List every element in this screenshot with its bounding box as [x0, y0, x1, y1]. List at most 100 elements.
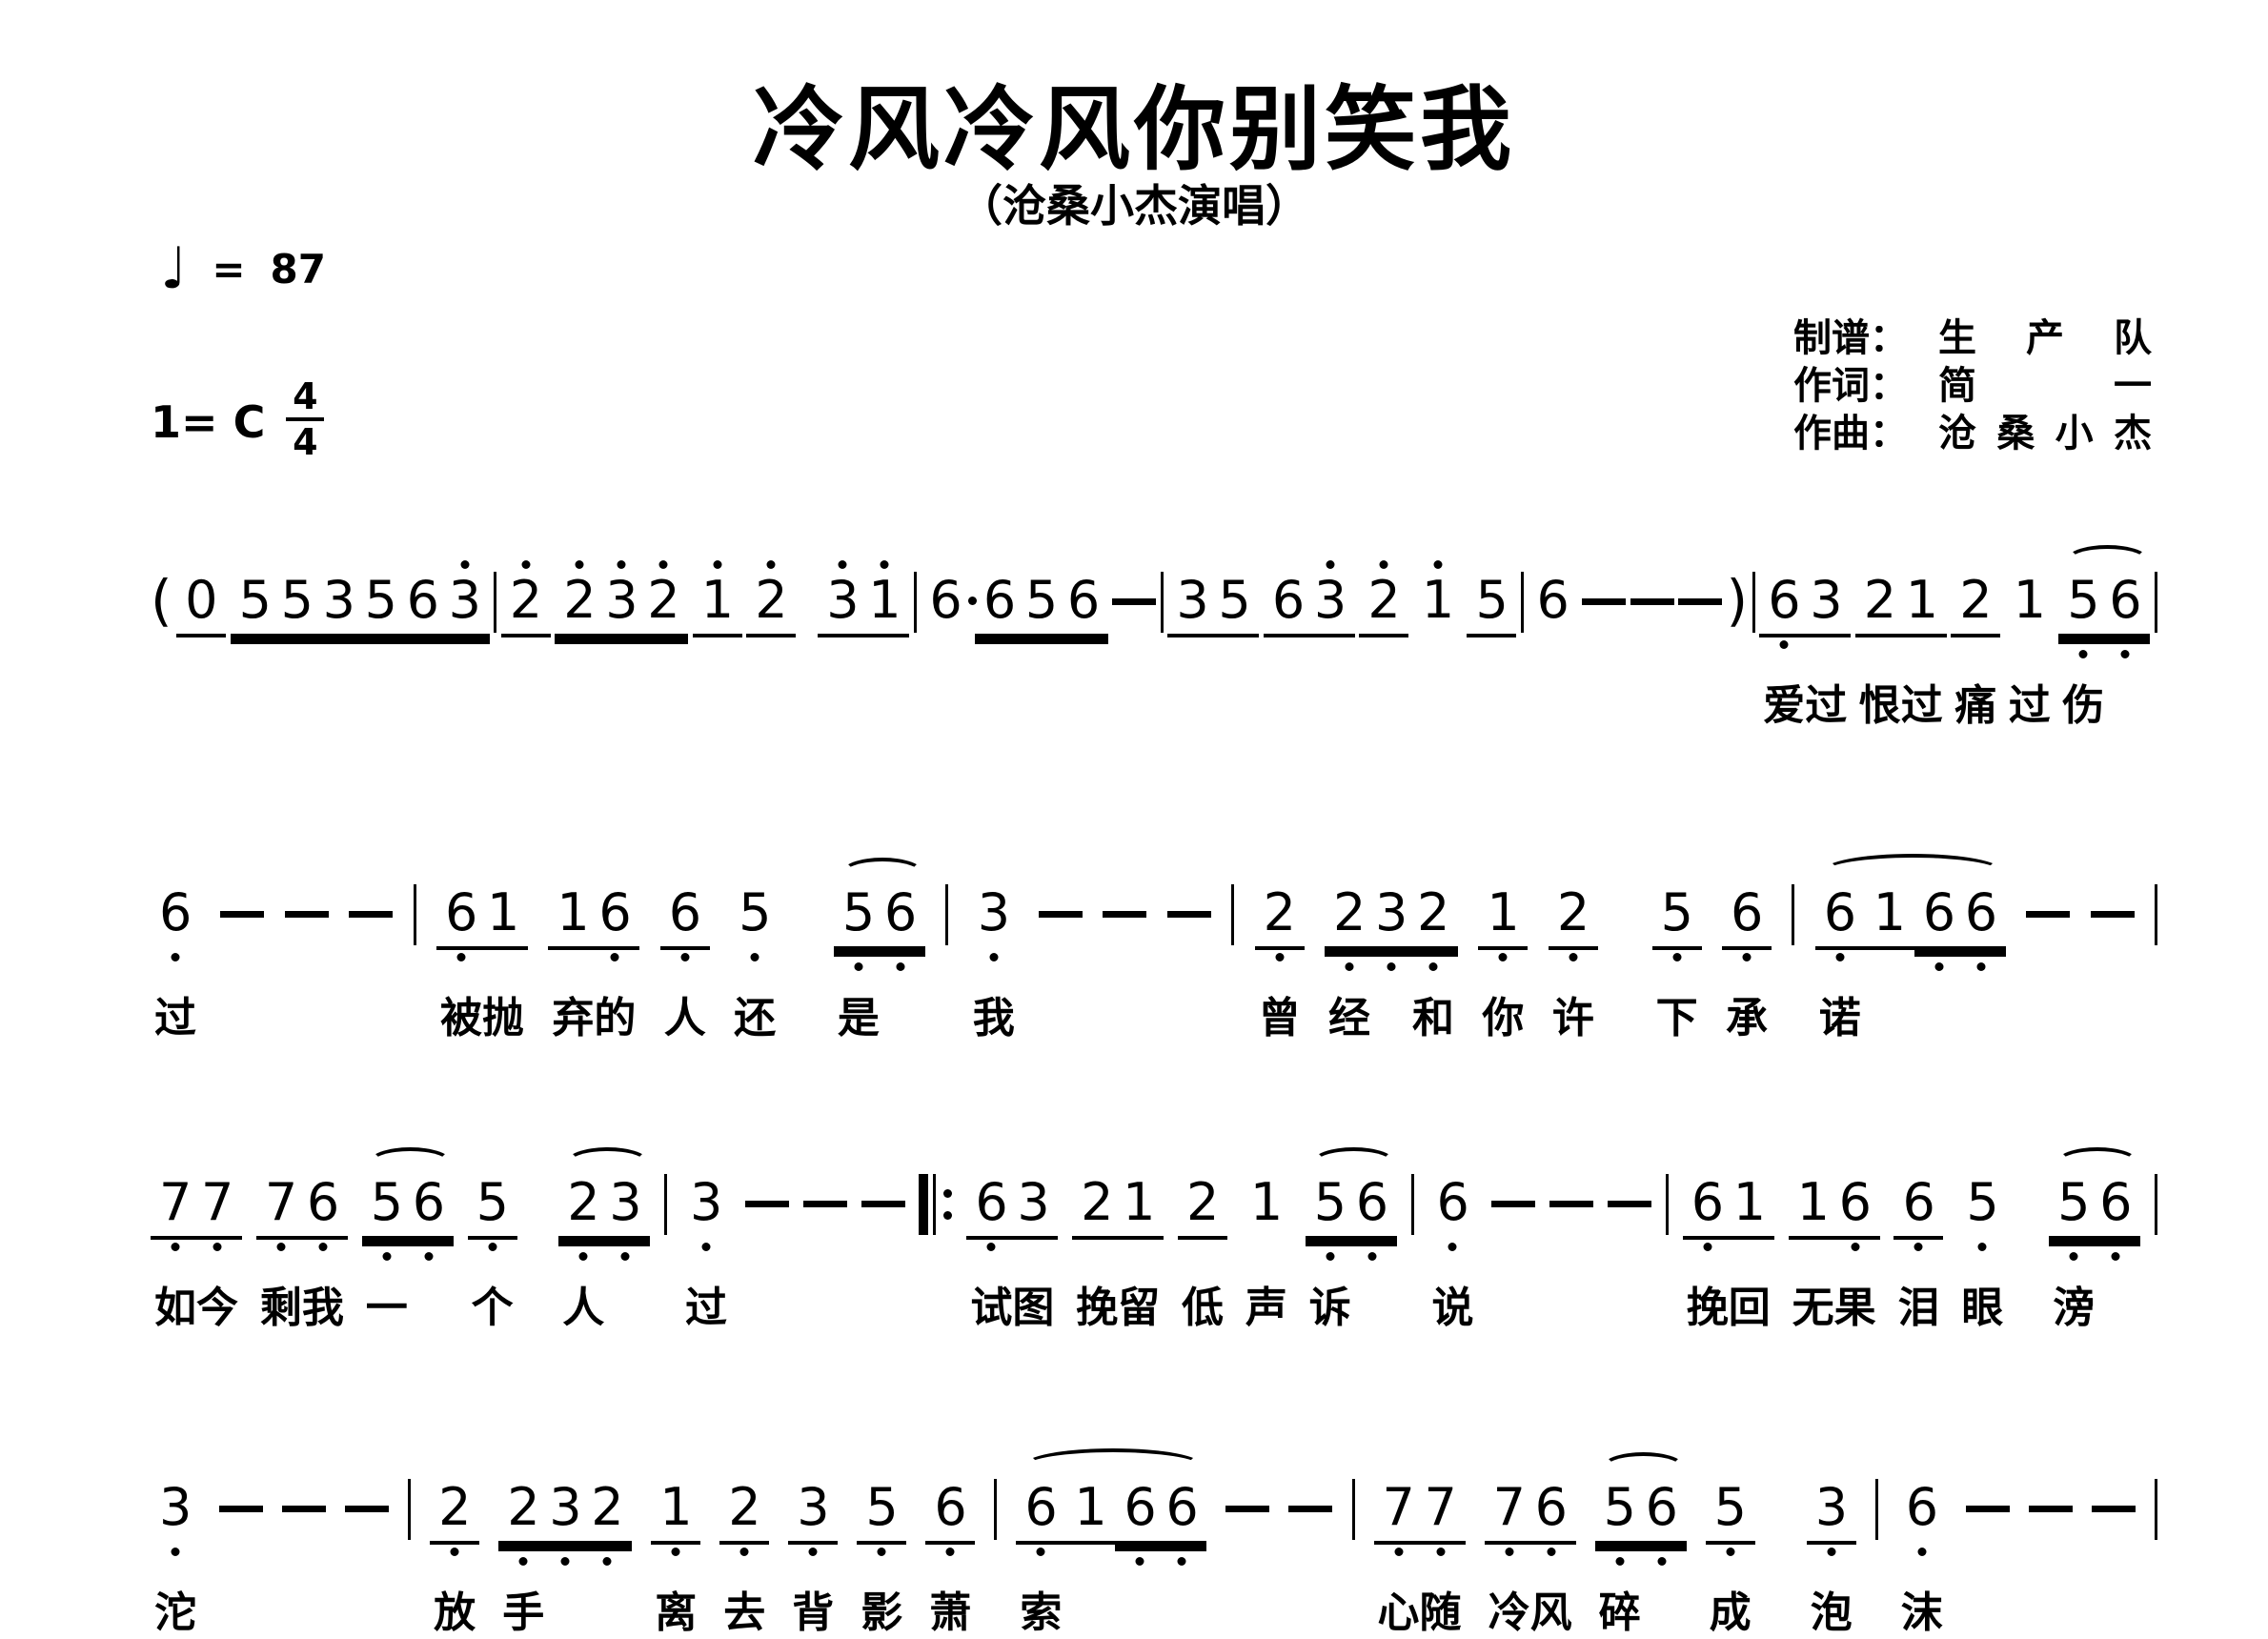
octave-dot-high: [1326, 560, 1335, 569]
dash: [1112, 598, 1157, 605]
octave-dot-low: [1914, 1243, 1923, 1251]
meter-numerator: 4: [293, 375, 318, 417]
dash: [1549, 1201, 1594, 1207]
dash: [2026, 911, 2071, 918]
lyric: 眼: [1961, 1284, 2004, 1332]
credit-value-char: 生: [1938, 316, 1976, 360]
octave-dot-low: [1742, 953, 1752, 961]
dash: [2091, 1506, 2136, 1512]
octave-dot-low: [1547, 1548, 1556, 1556]
octave-dot-low: [1387, 962, 1396, 971]
lyric: 下: [1655, 994, 1698, 1042]
note: 6: [407, 572, 439, 629]
note-group: 2: [500, 560, 551, 637]
octave-dot-low: [877, 1548, 886, 1556]
note-digit: 6: [1823, 882, 1857, 942]
octave-dot-low: [318, 1243, 328, 1251]
octave-dot-low: [896, 962, 905, 971]
note-digit: 2: [591, 1477, 624, 1537]
octave-dot-low: [1498, 953, 1508, 961]
lyric: 放: [434, 1588, 476, 1637]
note-group: 1: [1065, 1479, 1116, 1545]
octave-dot-high: [838, 560, 847, 569]
barline: [2154, 1174, 2157, 1235]
octave-dot-low: [2069, 1252, 2078, 1261]
note-group: 2: [746, 560, 797, 637]
octave-dot-low: [1851, 1243, 1860, 1251]
octave-dot-low: [213, 1243, 222, 1251]
note-digit: 7: [201, 1172, 234, 1232]
octave-dot-low: [1345, 962, 1354, 971]
note-digit: 7: [1492, 1477, 1526, 1537]
barline: [413, 884, 416, 945]
barline: [1231, 884, 1235, 945]
octave-dot-low: [1726, 1548, 1735, 1556]
note: 5: [1025, 572, 1058, 629]
lyric: 随: [1419, 1588, 1462, 1637]
dash: [1039, 911, 1083, 918]
note-digit: 6: [598, 882, 632, 942]
octave-dot-low: [560, 1557, 570, 1566]
note: 5: [1475, 572, 1508, 629]
barline: [494, 572, 497, 633]
note-digit: 3: [1313, 570, 1347, 630]
note: 6: [983, 572, 1016, 629]
lyric: 我: [301, 1284, 344, 1332]
octave-dot-low: [1976, 962, 1986, 971]
note-digit: 5: [1313, 1172, 1347, 1232]
note-digit: 5: [370, 1172, 404, 1232]
barline: [2154, 884, 2157, 945]
note-digit: 3: [977, 882, 1011, 942]
octave-dot-low: [1657, 1557, 1667, 1566]
octave-dot-low: [171, 953, 180, 961]
octave-dot-low: [739, 1548, 749, 1556]
octave-dot-low: [1934, 962, 1944, 971]
octave-dot-low: [1275, 953, 1285, 961]
octave-dot-low: [276, 1243, 286, 1251]
dash: [1630, 598, 1674, 605]
dash: [1225, 1506, 1270, 1512]
note-group: 2: [1359, 560, 1409, 637]
octave-dot-low: [578, 1252, 588, 1261]
octave-dot-low: [1827, 1548, 1836, 1556]
octave-dot-low: [518, 1557, 528, 1566]
octave-dot-low: [2078, 650, 2088, 658]
lyric: 果: [1833, 1284, 1876, 1332]
octave-dot-low: [1917, 1548, 1927, 1556]
dash: [1965, 1506, 2010, 1512]
quarter-note-icon: ♩: [160, 235, 188, 302]
note-digit: 2: [1186, 1172, 1220, 1232]
credit-line: 作曲：沧桑小杰: [1793, 410, 2152, 457]
note: 5: [239, 572, 272, 629]
octave-dot-low: [456, 953, 466, 961]
